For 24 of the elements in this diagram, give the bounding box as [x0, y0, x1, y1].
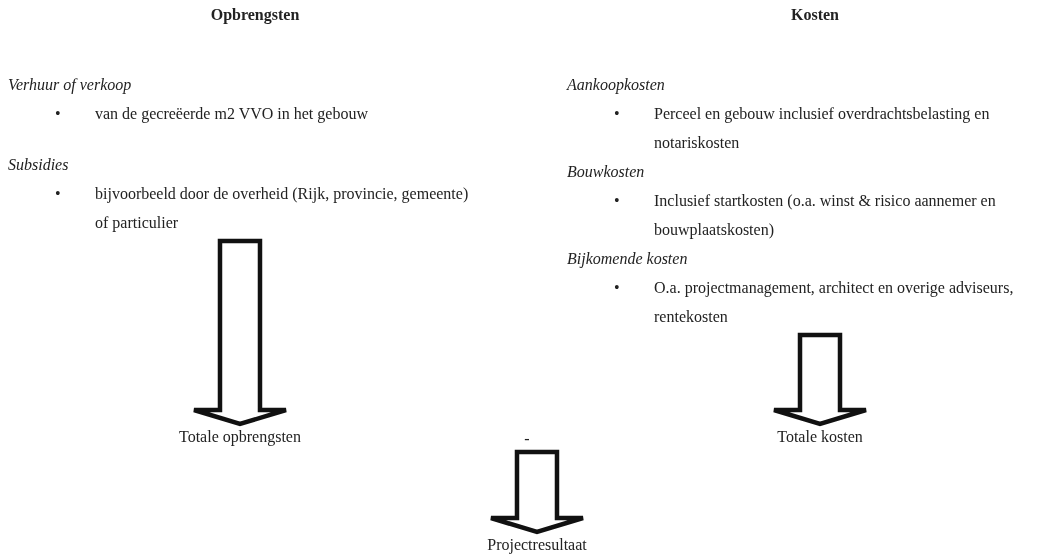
bullet: • [614, 104, 621, 124]
column-heading: Opbrengsten [210, 5, 300, 26]
category-heading: Aankoopkosten [567, 75, 665, 96]
result-text: - [524, 430, 530, 448]
block-arrow [191, 238, 289, 427]
result-text: Projectresultaat [487, 536, 587, 554]
category-heading: Bouwkosten [567, 162, 645, 182]
bullet: • [614, 278, 621, 298]
block-arrow [488, 449, 586, 535]
category-heading: Verhuur of verkoop [8, 75, 132, 96]
bullet-text: van de gecreëerde m2 VVO in het gebouw [95, 104, 368, 125]
column-heading: Kosten [791, 5, 839, 25]
category-heading: Bijkomende kosten [567, 249, 688, 270]
block-arrow [771, 332, 869, 427]
bullet: • [614, 191, 621, 211]
result-text: Totale opbrengsten [179, 428, 301, 446]
bullet-text: Inclusief startkosten (o.a. winst & risico aannemer en bouwplaatskosten) [654, 191, 997, 241]
category-heading: Subsidies [8, 155, 69, 175]
bullet: • [55, 104, 62, 124]
bullet: • [55, 184, 62, 204]
bullet-text: O.a. projectmanagement, architect en overige adviseurs, rentekosten [654, 278, 1015, 327]
bullet-text: Perceel en gebouw inclusief overdrachtsbelasting en notariskosten [654, 104, 991, 153]
result-text: Totale kosten [777, 428, 863, 446]
bullet-text: bijvoorbeeld door de overheid (Rijk, provincie, gemeente) of particulier [95, 184, 470, 234]
